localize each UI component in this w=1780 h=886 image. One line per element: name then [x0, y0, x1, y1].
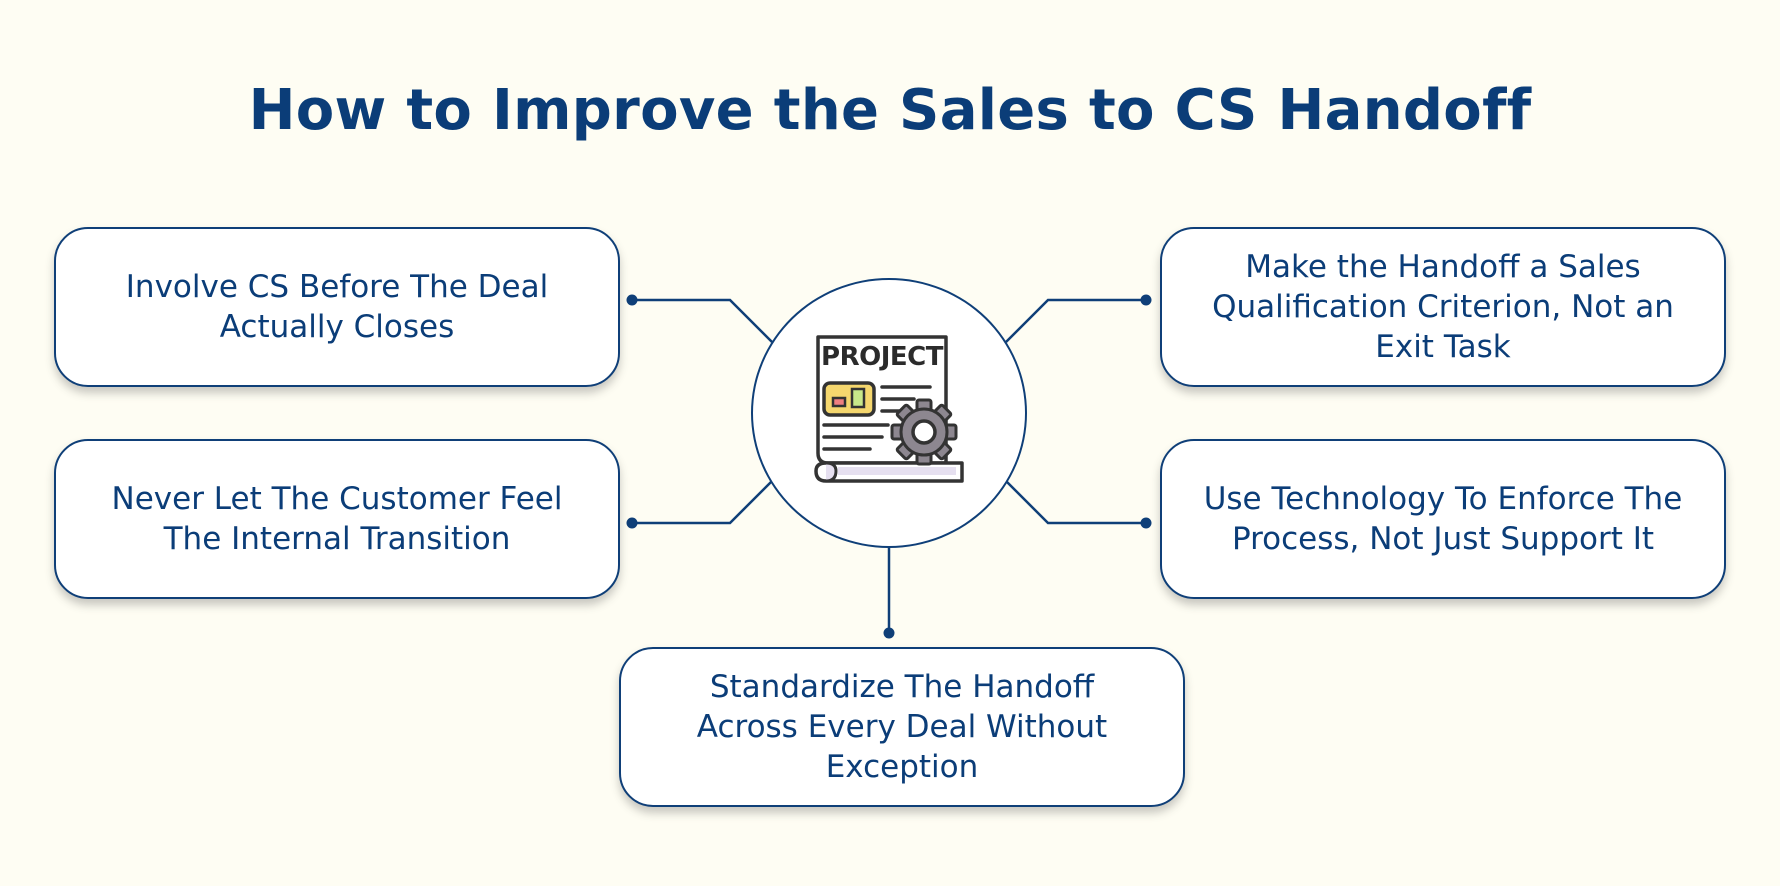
connector-dot-never: [626, 517, 638, 529]
connector-make: [1005, 298, 1146, 343]
connector-dot-make: [1140, 294, 1152, 306]
central-hub: PROJECT: [751, 278, 1027, 548]
connector-tech: [1005, 480, 1146, 525]
tip-card-qualification-criterion: Make the Handoff a Sales Qualification C…: [1160, 227, 1726, 387]
tip-card-standardize: Standardize The Handoff Across Every Dea…: [619, 647, 1185, 807]
connector-dot-involve: [626, 294, 638, 306]
connector-dot-standard: [883, 627, 895, 639]
connector-involve: [632, 298, 773, 343]
icon-project-label: PROJECT: [821, 342, 944, 372]
tip-card-text: Standardize The Handoff Across Every Dea…: [696, 669, 1108, 785]
project-document-gear-icon: PROJECT: [814, 335, 964, 483]
connector-never: [632, 480, 773, 525]
connector-dot-tech: [1140, 517, 1152, 529]
tip-card-customer-transition: Never Let The Customer Feel The Internal…: [54, 439, 620, 599]
page-title: How to Improve the Sales to CS Handoff: [248, 78, 1532, 143]
tip-card-text: Involve CS Before The Deal Actually Clos…: [125, 269, 549, 345]
tip-card-technology: Use Technology To Enforce The Process, N…: [1160, 439, 1726, 599]
tip-card-text: Make the Handoff a Sales Qualification C…: [1212, 249, 1674, 365]
tip-card-text: Use Technology To Enforce The Process, N…: [1203, 481, 1683, 557]
tip-card-text: Never Let The Customer Feel The Internal…: [111, 481, 563, 557]
tip-card-involve-cs: Involve CS Before The Deal Actually Clos…: [54, 227, 620, 387]
